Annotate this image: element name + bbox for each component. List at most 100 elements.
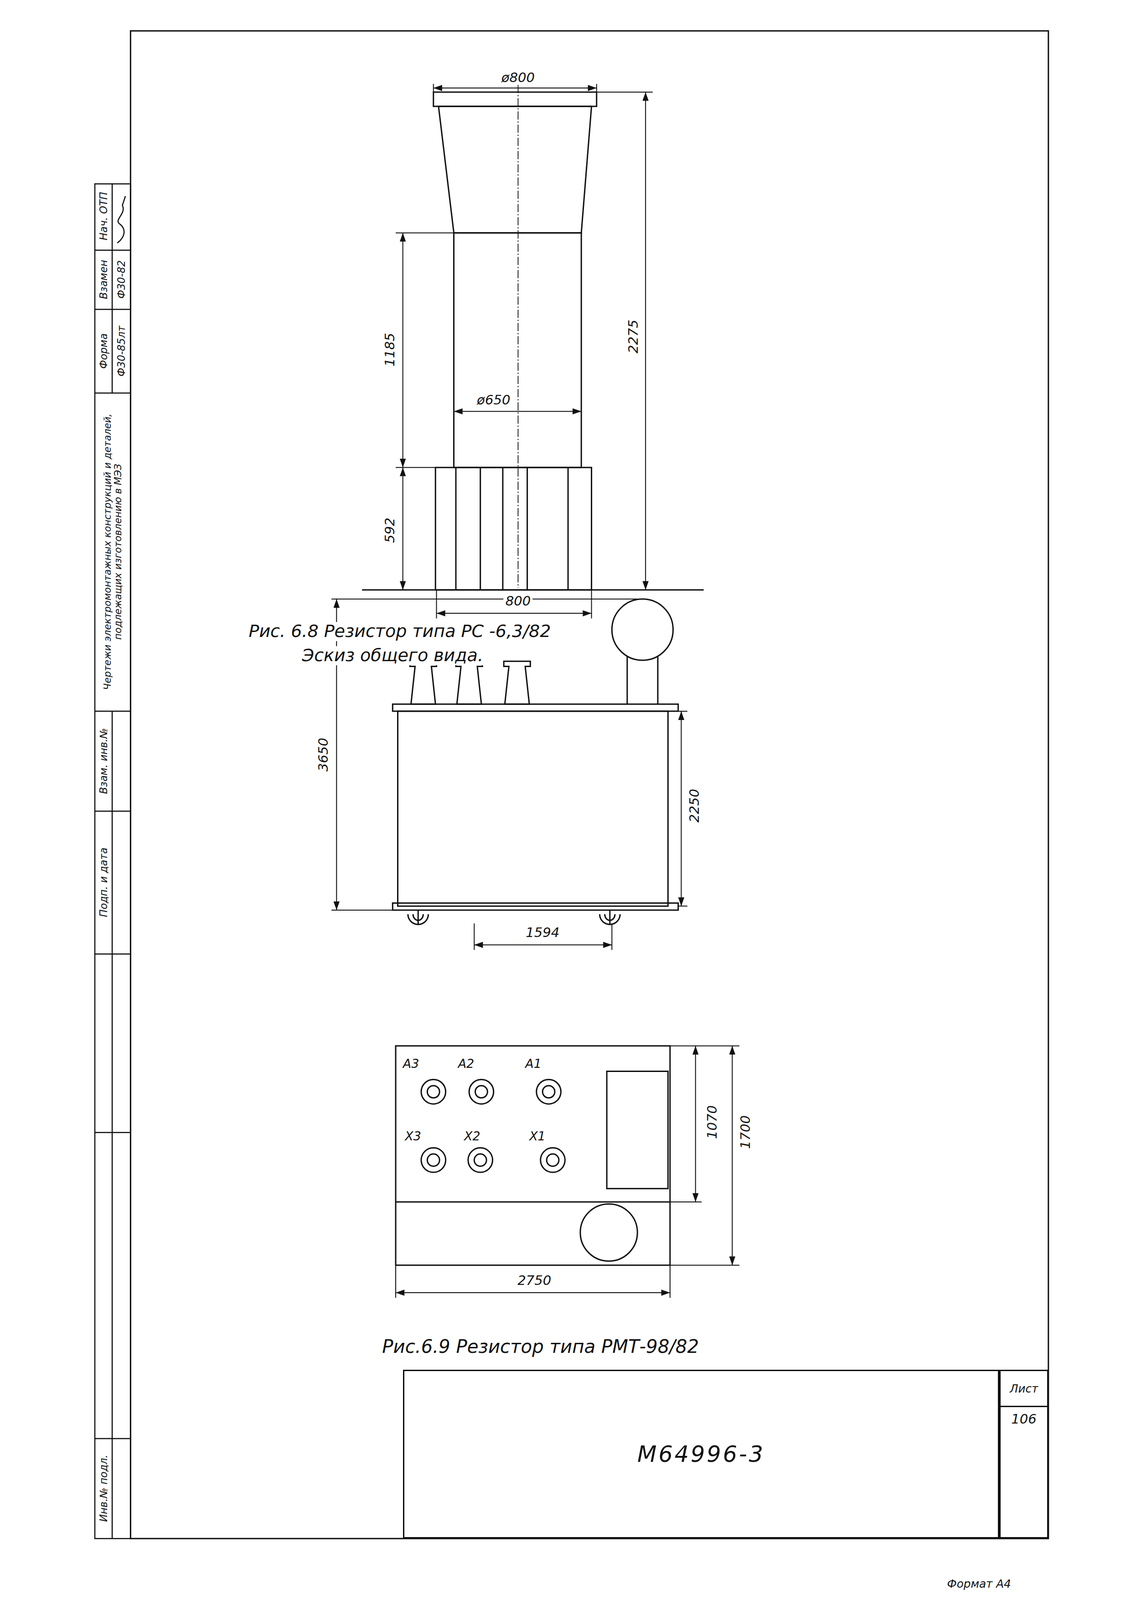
extension-line <box>473 923 475 950</box>
dimension-text: 800 <box>503 593 533 609</box>
bottom-rail <box>392 902 678 910</box>
stamp-heading: Взамен <box>98 259 110 300</box>
stamp-heading: Взам. инв.№ <box>98 728 110 795</box>
stamp-value: Ф30-85лт <box>115 325 128 377</box>
bushing-plan <box>427 1085 440 1098</box>
stamp-line <box>94 308 131 310</box>
stamp-note: Чертежи электромонтажных конструкций и д… <box>102 400 124 703</box>
bushing-plan <box>421 1079 446 1104</box>
base-rib <box>567 467 569 590</box>
top-cap <box>433 92 597 107</box>
conservator-pipe <box>626 655 628 704</box>
base-rib <box>455 467 457 590</box>
bushing-plan <box>475 1085 488 1098</box>
dimension-line <box>695 1045 697 1202</box>
format-note: Формат А4 <box>947 1577 1012 1591</box>
conservator-pipe <box>656 655 659 704</box>
extension-line <box>678 710 688 712</box>
dimension-text: 2250 <box>686 786 702 825</box>
resistor-rs-sketch <box>361 71 704 590</box>
terminal-name: А2 <box>456 1057 476 1071</box>
dimension-line <box>433 87 597 89</box>
figure-caption: Эскиз общего вида. <box>300 646 486 666</box>
terminal-name: Х2 <box>462 1129 482 1143</box>
dimension-text: 2750 <box>515 1272 553 1288</box>
ground-line <box>361 588 704 591</box>
tank <box>397 711 668 906</box>
stamp-line <box>111 711 114 1539</box>
terminal-name: А1 <box>523 1057 543 1071</box>
bushing <box>455 661 483 704</box>
extension-line <box>436 589 438 619</box>
figure-caption: Рис.6.9 Резистор типа РМТ-98/82 <box>380 1336 701 1357</box>
cooler-plan <box>606 1071 668 1189</box>
bushing-plan <box>474 1153 487 1167</box>
dimensions-fig-6-8 <box>395 83 653 619</box>
stamp-border <box>94 183 131 1539</box>
extension-line <box>670 1201 702 1203</box>
dimension-text: 592 <box>382 516 398 546</box>
dimension-text: ø650 <box>475 392 512 408</box>
figure-caption: Рис. 6.8 Резистор типа РС -6,3/82 <box>246 621 553 641</box>
extension-line <box>395 232 455 234</box>
dimension-text: 1594 <box>523 924 562 940</box>
dimension-line <box>454 410 582 412</box>
cylinder <box>454 232 582 468</box>
terminal-name: А3 <box>401 1057 421 1071</box>
base-rib <box>479 467 481 590</box>
extension-line <box>591 589 593 619</box>
sheet-frame <box>130 30 1049 1539</box>
cell-text: Лист <box>1000 1370 1047 1407</box>
funnel <box>438 106 592 233</box>
dimension-line <box>645 92 646 590</box>
title-cell: М64996-3 <box>402 1369 1000 1538</box>
base-rib <box>526 467 528 590</box>
stamp-line <box>94 710 131 713</box>
bushing-plan <box>469 1079 494 1104</box>
dimension-line <box>731 1045 733 1266</box>
sheet-cell: Лист106 <box>999 1369 1049 1538</box>
extension-line <box>596 91 653 93</box>
side-stamp <box>94 183 131 1539</box>
dimension-line <box>474 944 612 946</box>
dimension-line <box>395 1291 671 1293</box>
dimension-line <box>402 467 404 590</box>
wheel <box>599 909 620 925</box>
dimension-text: 1700 <box>738 1113 753 1151</box>
stamp-line <box>111 183 114 393</box>
extension-line <box>331 598 638 600</box>
bushing-plan <box>546 1153 559 1167</box>
stamp-heading: Подп. и дата <box>98 847 110 917</box>
wheel <box>407 909 429 925</box>
stamp-heading: Форма <box>98 333 110 369</box>
dimension-line <box>436 612 592 614</box>
dimension-text: 1070 <box>704 1103 720 1141</box>
base-rib <box>501 467 504 590</box>
extension-line <box>611 923 613 950</box>
dimension-line <box>402 232 404 468</box>
dimension-text: 3650 <box>315 735 331 774</box>
center-line <box>517 71 519 588</box>
stamp-heading: Нач. ОТП <box>98 191 110 241</box>
lid <box>392 703 678 712</box>
bushing-plan <box>427 1153 440 1167</box>
bushing-plan <box>468 1147 493 1173</box>
extension-line <box>678 905 688 907</box>
stamp-line <box>94 810 131 812</box>
stamp-line <box>94 249 131 251</box>
base <box>435 467 592 590</box>
conservator <box>611 599 673 661</box>
bushing <box>503 661 531 704</box>
bushing-plan <box>536 1079 562 1104</box>
dimension-text: ø800 <box>499 70 537 85</box>
extension-line <box>395 466 436 468</box>
stamp-line <box>94 1437 131 1440</box>
plan-line <box>395 1200 671 1203</box>
signature <box>117 196 126 243</box>
bushing-plan <box>421 1147 446 1173</box>
frame-border <box>130 30 1049 1539</box>
terminal-name: Х3 <box>402 1129 423 1143</box>
cell-text: М64996-3 <box>637 1440 765 1467</box>
extension-line <box>670 1045 740 1047</box>
